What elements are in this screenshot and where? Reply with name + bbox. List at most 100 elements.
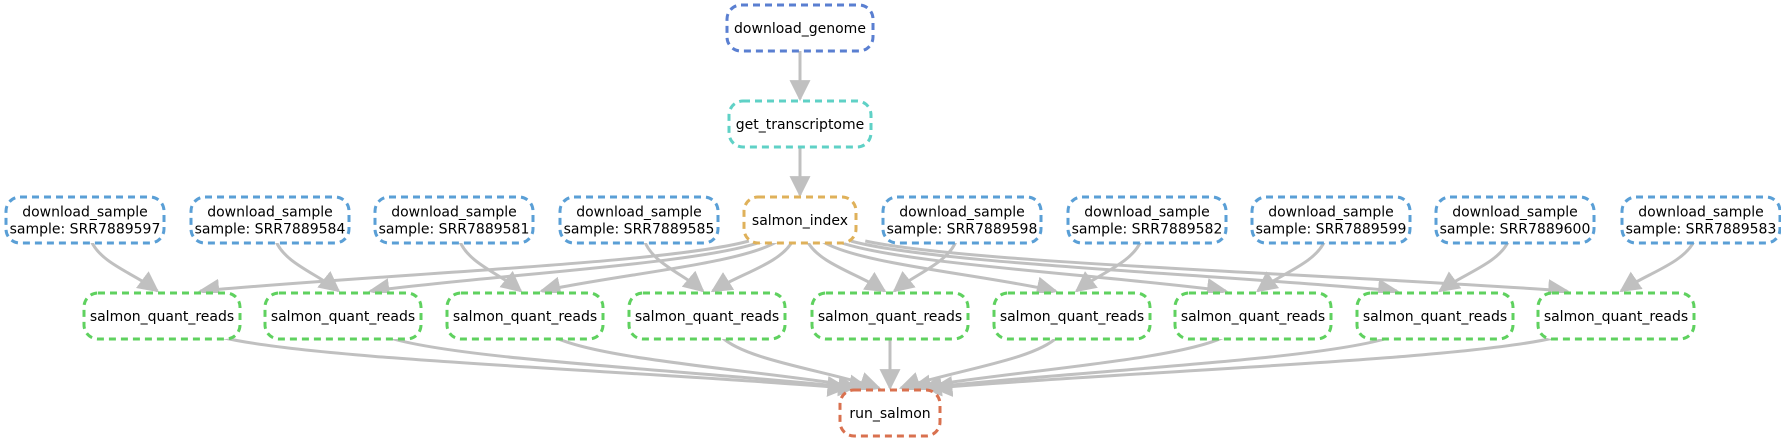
node-label: salmon_quant_reads [453, 309, 597, 325]
edge-ds_597-to-q1 [89, 240, 160, 293]
edge-salmon_index-to-q7 [835, 239, 1228, 300]
node-q9: salmon_quant_reads [1536, 291, 1696, 341]
node-box [727, 99, 873, 149]
node-q1: salmon_quant_reads [82, 291, 242, 341]
edge-q1-to-run_salmon [219, 335, 849, 397]
node-q5: salmon_quant_reads [810, 291, 970, 341]
node-box [725, 3, 875, 53]
node-box [263, 291, 423, 341]
edge-ds_581-to-q3 [458, 240, 523, 293]
edge-ds_582-to-q6 [1074, 240, 1143, 293]
node-box [1536, 291, 1696, 341]
node-q2: salmon_quant_reads [263, 291, 423, 341]
node-sublabel: sample: SRR7889585 [564, 222, 715, 238]
node-get_transcriptome: get_transcriptome [727, 99, 873, 149]
edge-q4-to-run_salmon [720, 335, 882, 393]
edge-salmon_index-to-q9 [864, 239, 1570, 301]
edge-salmon_index-to-q6 [820, 239, 1058, 298]
node-label: download_sample [1638, 205, 1764, 221]
node-label: download_sample [207, 205, 333, 221]
edge-ds_600-to-q8 [1438, 240, 1510, 293]
node-q6: salmon_quant_reads [992, 291, 1152, 341]
edge-salmon_index-to-q3 [539, 239, 779, 298]
edge-salmon_index-to-q8 [850, 239, 1399, 300]
edge-q3-to-run_salmon [553, 335, 871, 396]
node-box [1434, 195, 1596, 245]
node-download_genome: download_genome [725, 3, 875, 53]
node-label: salmon_quant_reads [1181, 309, 1325, 325]
edge-q9-to-run_salmon [931, 335, 1559, 397]
node-box [881, 195, 1043, 245]
node-box [445, 291, 605, 341]
edge-salmon_index-to-q5 [805, 240, 887, 293]
node-label: salmon_quant_reads [1363, 309, 1507, 325]
edge-salmon_index-to-q1 [198, 239, 750, 300]
node-sublabel: sample: SRR7889581 [379, 222, 530, 238]
node-sublabel: sample: SRR7889600 [1440, 222, 1591, 238]
node-sublabel: sample: SRR7889582 [1072, 222, 1223, 238]
node-q7: salmon_quant_reads [1173, 291, 1333, 341]
node-label: download_sample [391, 205, 517, 221]
node-label: download_sample [1452, 205, 1578, 221]
edge-q7-to-run_salmon [909, 335, 1225, 396]
node-box [373, 195, 535, 245]
edge-ds_599-to-q7 [1255, 240, 1327, 293]
node-box [1620, 195, 1781, 245]
node-label: salmon_index [752, 213, 848, 229]
edges-layer [89, 49, 1696, 397]
edge-salmon_index-to-q2 [368, 239, 764, 300]
node-box [1173, 291, 1333, 341]
node-box [4, 195, 166, 245]
node-box [82, 291, 242, 341]
node-q8: salmon_quant_reads [1355, 291, 1515, 341]
node-box [1066, 195, 1228, 245]
node-box [838, 388, 942, 438]
node-label: download_genome [734, 21, 866, 37]
node-sublabel: sample: SRR7889584 [195, 222, 346, 238]
node-label: get_transcriptome [736, 117, 865, 133]
node-q3: salmon_quant_reads [445, 291, 605, 341]
node-box [627, 291, 787, 341]
nodes-layer: download_genome get_transcriptome salmon_i… [4, 3, 1781, 438]
node-label: download_sample [1084, 205, 1210, 221]
node-label: download_sample [1268, 205, 1394, 221]
node-label: salmon_quant_reads [90, 309, 234, 325]
node-box [189, 195, 351, 245]
node-label: download_sample [576, 205, 702, 221]
node-label: run_salmon [849, 406, 930, 422]
node-salmon_index: salmon_index [742, 195, 858, 245]
node-box [558, 195, 720, 245]
node-label: download_sample [899, 205, 1025, 221]
node-label: download_sample [22, 205, 148, 221]
edge-q2-to-run_salmon [386, 335, 860, 397]
edge-q8-to-run_salmon [920, 335, 1392, 397]
node-sublabel: sample: SRR7889597 [10, 222, 161, 238]
node-run_salmon: run_salmon [838, 388, 942, 438]
node-sublabel: sample: SRR7889599 [1256, 222, 1407, 238]
node-box [992, 291, 1152, 341]
node-sublabel: sample: SRR7889598 [887, 222, 1038, 238]
node-sublabel: sample: SRR7889583 [1626, 222, 1777, 238]
node-label: salmon_quant_reads [635, 309, 779, 325]
node-label: salmon_quant_reads [1544, 309, 1688, 325]
edge-ds_584-to-q2 [274, 240, 341, 293]
edge-salmon_index-to-q4 [710, 240, 794, 293]
node-box [742, 195, 858, 245]
node-label: salmon_quant_reads [271, 309, 415, 325]
edge-ds_583-to-q9 [1619, 240, 1696, 293]
node-box [1355, 291, 1515, 341]
node-box [810, 291, 970, 341]
node-label: salmon_quant_reads [818, 309, 962, 325]
node-label: salmon_quant_reads [1000, 309, 1144, 325]
node-q4: salmon_quant_reads [627, 291, 787, 341]
